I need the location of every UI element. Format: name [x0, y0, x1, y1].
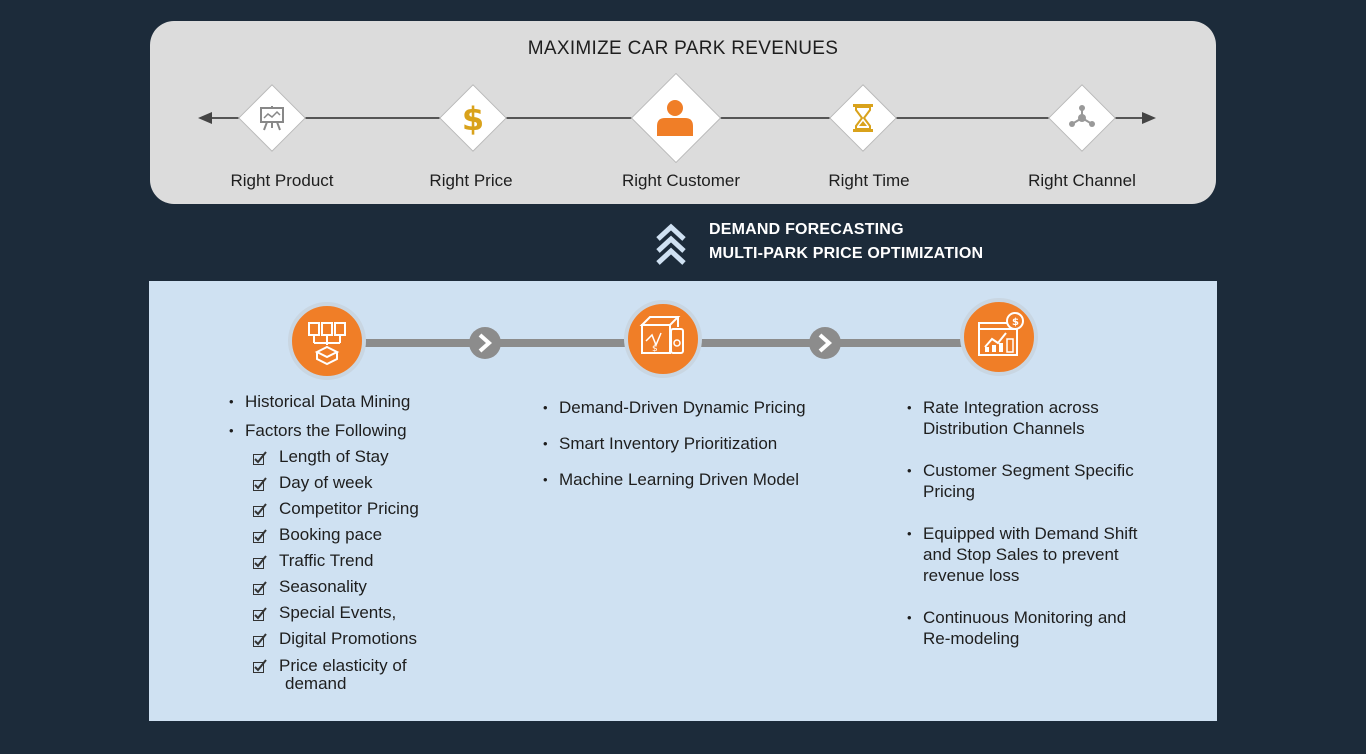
list-item: • Customer Segment Specific Pricing — [907, 461, 1134, 501]
pillar-label-right-price: Right Price — [429, 171, 513, 190]
pillar-label-right-product: Right Product — [230, 171, 334, 190]
process-flow: $ $ — [288, 298, 1038, 380]
checkbox-checked-icon — [253, 503, 267, 517]
list-item: Digital Promotions — [253, 628, 419, 654]
column-rate-integration: • Rate Integration across Distribution C… — [907, 397, 1138, 649]
monitoring-dashboard-icon: $ — [960, 298, 1038, 376]
checkbox-checked-icon — [253, 555, 267, 569]
list-item: •Factors the Following — [229, 421, 407, 440]
person-icon — [652, 94, 698, 140]
checkbox-checked-icon — [253, 477, 267, 491]
top-title: MAXIMIZE CAR PARK REVENUES — [527, 38, 839, 59]
checkbox-checked-icon — [253, 451, 267, 465]
list-item: •Historical Data Mining — [229, 392, 411, 411]
list-item: •Smart Inventory Prioritization — [543, 434, 778, 453]
data-mining-icon — [288, 302, 366, 380]
column-historical-data: •Historical Data Mining •Factors the Fol… — [229, 391, 419, 693]
column-dynamic-pricing: •Demand-Driven Dynamic Pricing •Smart In… — [543, 397, 806, 505]
list-item: Booking pace — [253, 524, 419, 550]
presentation-board-icon — [252, 98, 292, 138]
dynamic-pricing-icon: $ — [624, 300, 702, 378]
chevron-right-icon — [809, 327, 841, 359]
demand-forecasting-label: DEMAND FORECASTING — [709, 221, 904, 238]
checkbox-checked-icon — [253, 659, 267, 673]
svg-text:$: $ — [462, 100, 484, 136]
list-item: Competitor Pricing — [253, 498, 419, 524]
list-item: Traffic Trend — [253, 550, 419, 576]
double-chevron-up-icon — [655, 221, 687, 274]
list-item: • Equipped with Demand Shift and Stop Sa… — [907, 524, 1138, 585]
svg-text:$: $ — [652, 344, 658, 354]
pillar-label-right-time: Right Time — [828, 171, 910, 190]
checkbox-checked-icon — [253, 581, 267, 595]
checkbox-checked-icon — [253, 607, 267, 621]
list-item: Price elasticity of demand — [253, 654, 419, 693]
chevron-right-icon — [469, 327, 501, 359]
list-item: • Rate Integration across Distribution C… — [907, 398, 1099, 438]
top-panel: MAXIMIZE CAR PARK REVENUES $ — [150, 21, 1216, 204]
list-item: Seasonality — [253, 576, 419, 602]
list-item: Day of week — [253, 472, 419, 498]
price-optimization-label: MULTI-PARK PRICE OPTIMIZATION — [709, 245, 984, 262]
factors-list: Length of Stay Day of week Competitor Pr… — [229, 446, 419, 693]
pillar-label-right-channel: Right Channel — [1028, 171, 1136, 190]
bottom-panel: $ $ •Historical Data Mining •Factors the… — [149, 281, 1217, 721]
list-item: Special Events, — [253, 602, 419, 628]
dollar-icon: $ — [453, 98, 493, 138]
network-icon — [1062, 98, 1102, 138]
list-item: • Continuous Monitoring and Re-modeling — [907, 608, 1127, 648]
list-item: •Machine Learning Driven Model — [543, 470, 800, 489]
checkbox-checked-icon — [253, 529, 267, 543]
list-item: Length of Stay — [253, 446, 419, 472]
pillar-label-right-customer: Right Customer — [621, 171, 741, 190]
checkbox-checked-icon — [253, 633, 267, 647]
hourglass-icon — [843, 98, 883, 138]
list-item: •Demand-Driven Dynamic Pricing — [543, 398, 806, 417]
svg-text:$: $ — [1012, 317, 1019, 328]
